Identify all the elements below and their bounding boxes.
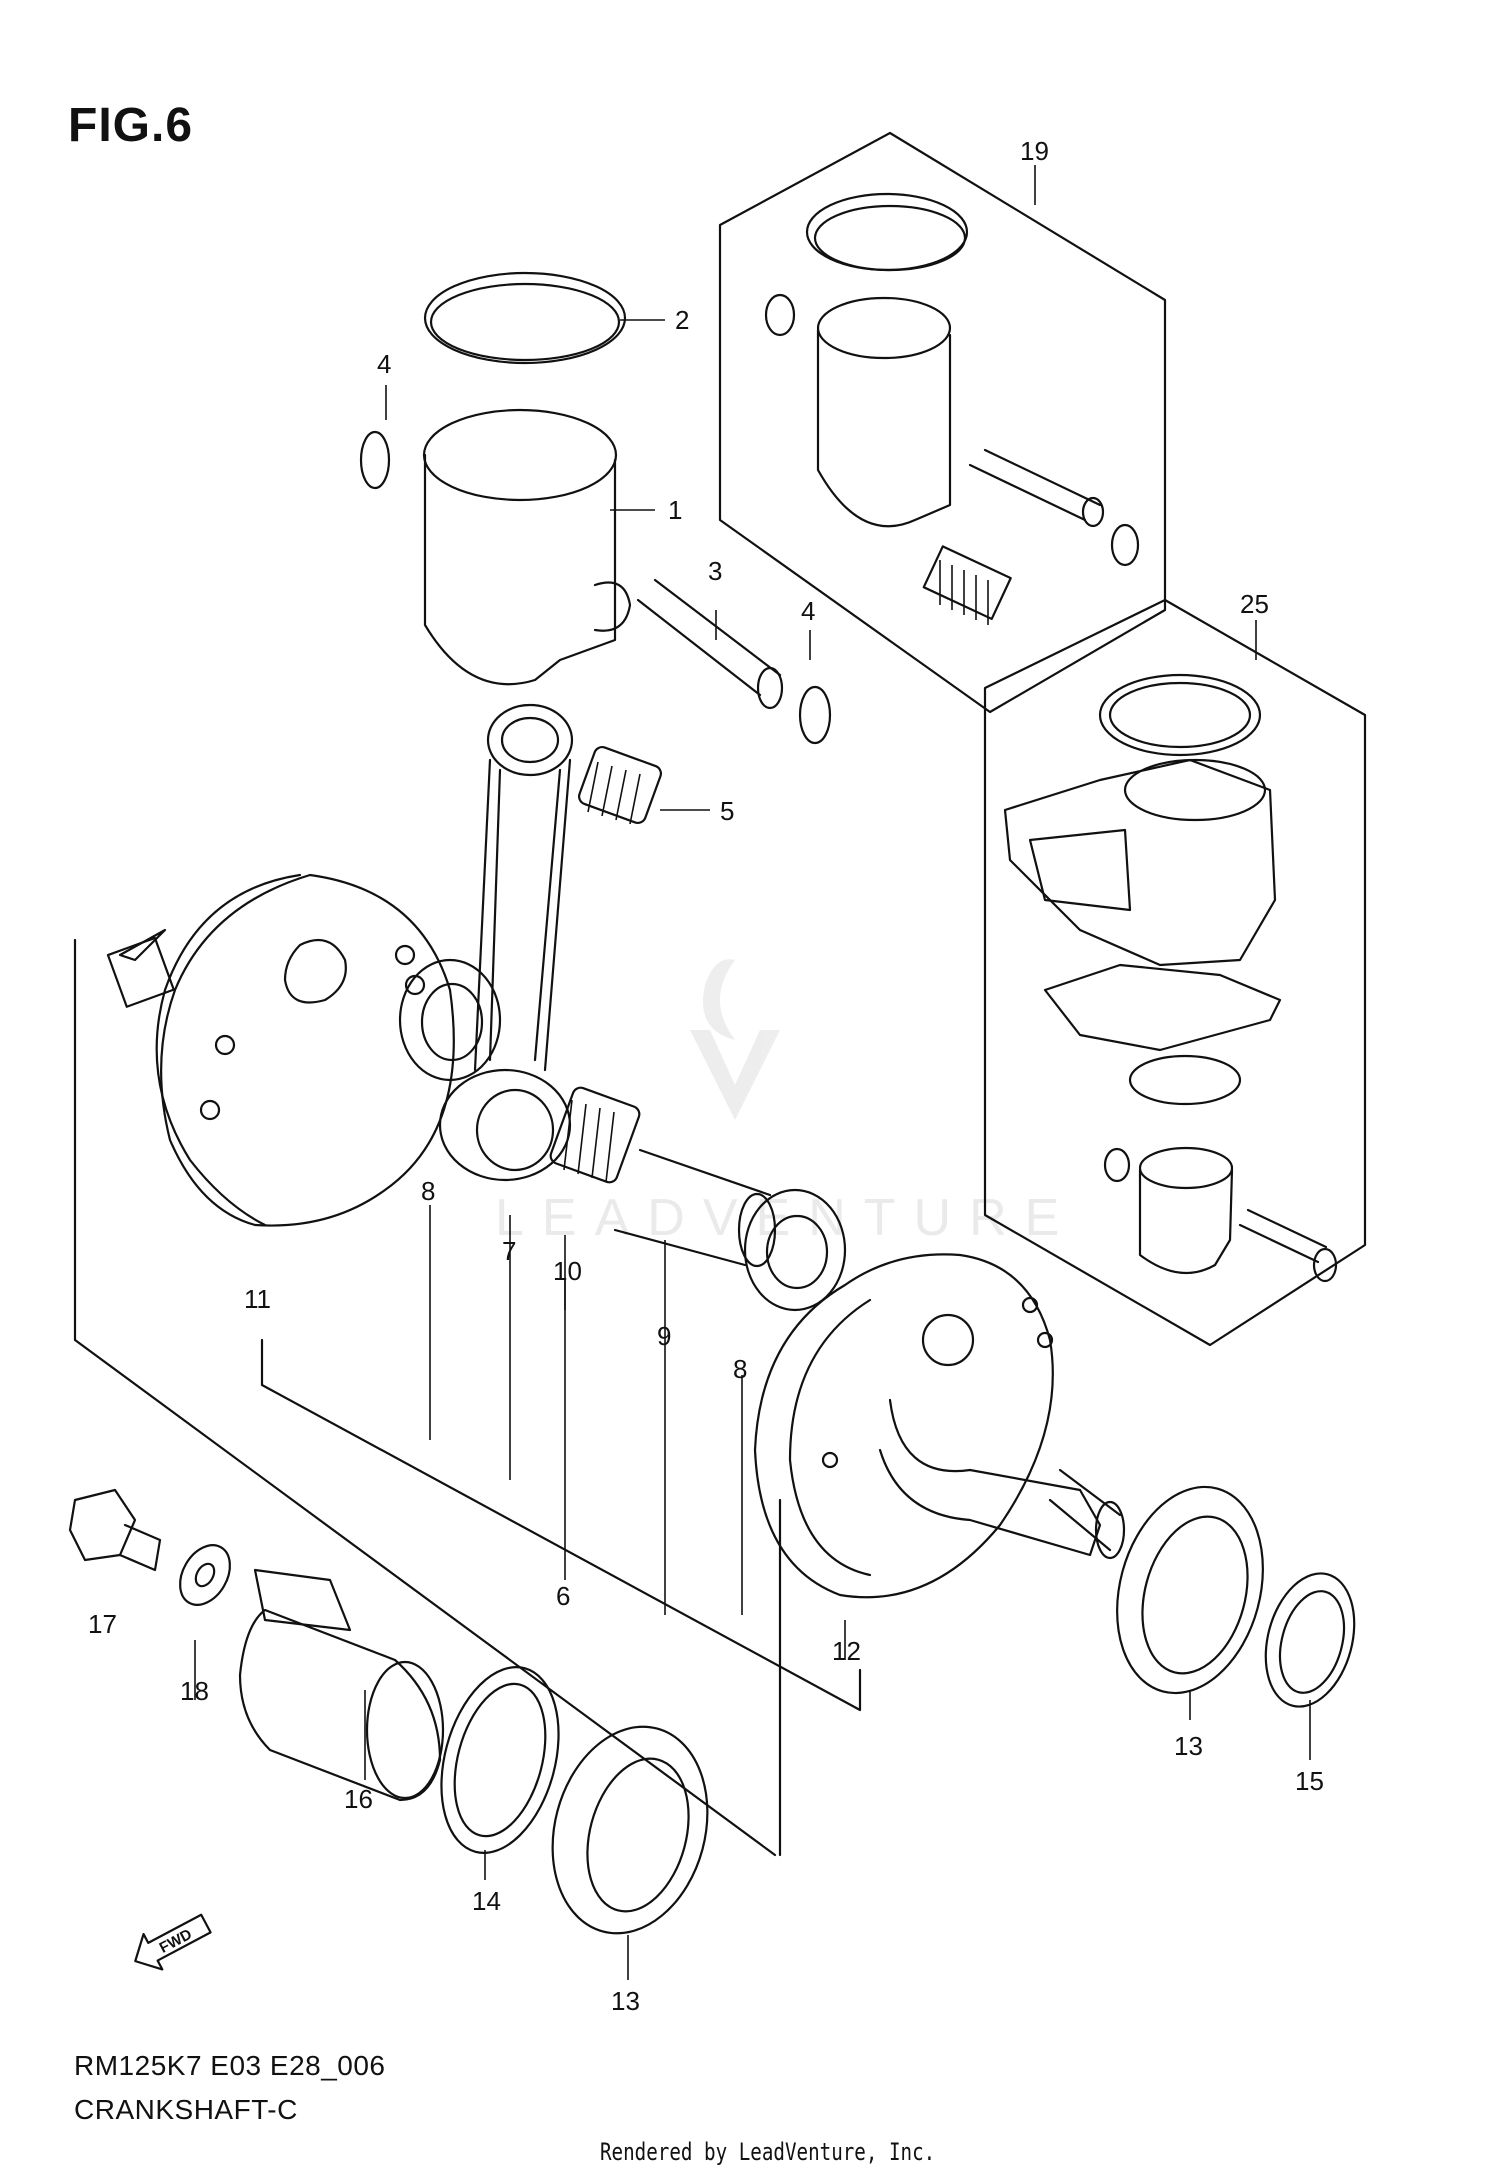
cylinder-kit-box — [983, 598, 1367, 1347]
right-crank-flywheel — [753, 1253, 1126, 1599]
figure-title: FIG.6 — [68, 99, 194, 152]
callout-19: 19 — [1020, 136, 1049, 166]
assembly-bracket-lines — [73, 938, 1311, 1980]
callout-17: 17 — [88, 1609, 117, 1639]
watermark: LEADVENTURE — [495, 959, 1077, 1247]
left-crank-flywheel — [106, 873, 455, 1227]
callout-2: 2 — [675, 305, 689, 335]
callout-12: 12 — [832, 1636, 861, 1666]
callout-7: 7 — [502, 1236, 516, 1266]
fwd-label: FWD — [157, 1926, 195, 1957]
callout-4a: 4 — [377, 349, 391, 379]
callout-25: 25 — [1240, 589, 1269, 619]
callout-5: 5 — [720, 796, 734, 826]
callout-13a: 13 — [1174, 1731, 1203, 1761]
connecting-rod — [438, 703, 662, 1184]
callout-14: 14 — [472, 1886, 501, 1916]
forward-direction-arrow: FWD — [134, 1913, 212, 1971]
watermark-text: LEADVENTURE — [495, 1189, 1077, 1247]
callout-4b: 4 — [801, 596, 815, 626]
piston-kit-box — [718, 131, 1167, 714]
model-code: RM125K7 E03 E28_006 — [74, 2050, 386, 2081]
callout-8b: 8 — [733, 1354, 747, 1384]
callout-3: 3 — [708, 556, 722, 586]
callout-16: 16 — [344, 1784, 373, 1814]
diagram-name: CRANKSHAFT-C — [74, 2094, 298, 2125]
leader-lines — [385, 165, 1257, 811]
callout-9: 9 — [657, 1321, 671, 1351]
callout-8a: 8 — [421, 1176, 435, 1206]
callout-15: 15 — [1295, 1766, 1324, 1796]
bearings-and-seals — [68, 1485, 1356, 1935]
callout-numbers: 2 1 3 4 4 5 6 7 8 8 9 10 11 12 13 13 14 … — [88, 136, 1324, 2016]
piston-assembly — [359, 271, 832, 745]
crank-pin — [398, 958, 847, 1312]
callout-18: 18 — [180, 1676, 209, 1706]
footer-credit: Rendered by LeadVenture, Inc. — [600, 2138, 936, 2166]
callout-13b: 13 — [611, 1986, 640, 2016]
callout-11: 11 — [244, 1284, 271, 1314]
callout-1: 1 — [668, 495, 682, 525]
callout-10: 10 — [553, 1256, 582, 1286]
callout-6: 6 — [556, 1581, 570, 1611]
